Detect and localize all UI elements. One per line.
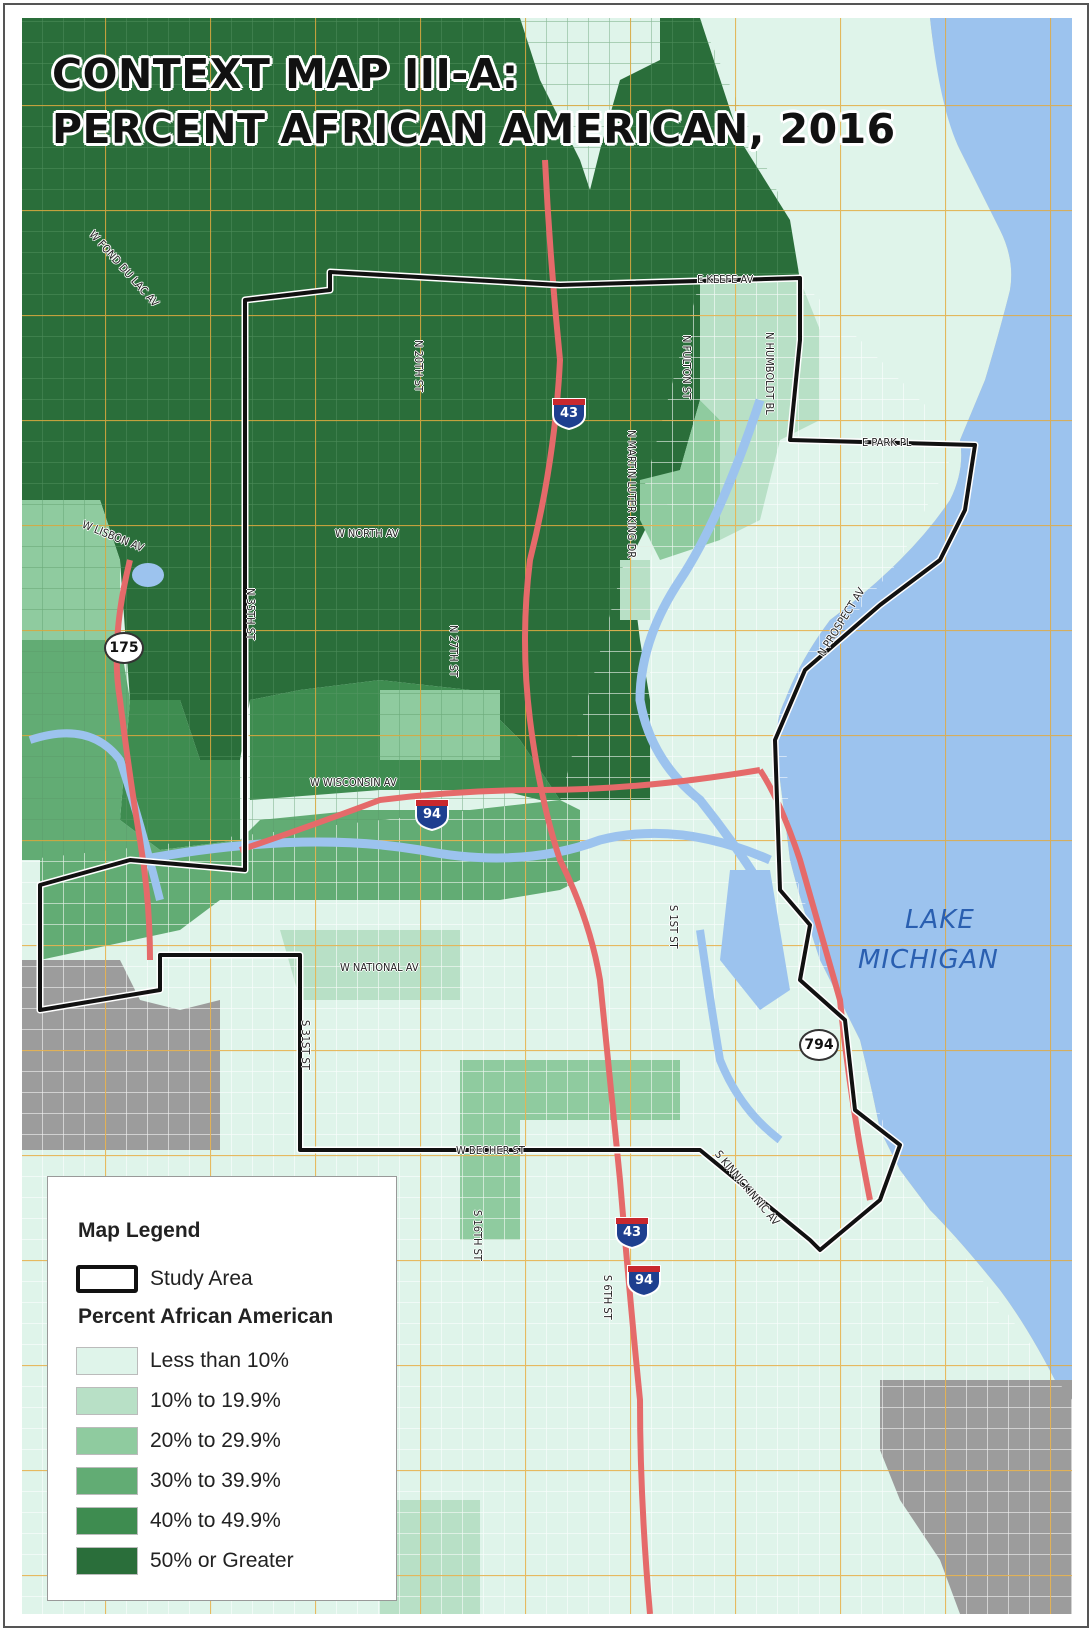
legend-study-area: Study Area [76, 1265, 386, 1297]
lake-label-line1: LAKE [905, 905, 975, 935]
street-label-n20th: N 20TH ST [412, 340, 425, 393]
street-label-fulton: N FULTON ST [680, 335, 693, 400]
kinnickinnic-river [696, 929, 783, 1144]
interstate-shield-icon [615, 1217, 649, 1250]
interstate-43-shield-north: 43 [551, 397, 587, 431]
legend-class-row: 10% to 19.9% [76, 1387, 386, 1419]
legend-class-row: 40% to 49.9% [76, 1507, 386, 1539]
map-title-line2: PERCENT AFRICAN AMERICAN, 2016 [52, 105, 896, 153]
map-title-line1: CONTEXT MAP III-A: [52, 50, 519, 98]
legend-class-row: 50% or Greater [76, 1547, 386, 1579]
street-label-s16th: S 16TH ST [471, 1210, 484, 1261]
street-label-wisconsin: W WISCONSIN AV [310, 776, 397, 789]
menomonee-river [139, 828, 772, 865]
map-legend: Map Legend Study Area Percent African Am… [47, 1176, 397, 1601]
legend-swatch [76, 1427, 138, 1455]
interstate-94-shield-west: 94 [414, 798, 450, 832]
legend-heading: Map Legend [78, 1219, 201, 1242]
legend-swatch [76, 1347, 138, 1375]
street-label-keefe: E KEEFE AV [697, 273, 754, 286]
legend-swatch [76, 1387, 138, 1415]
legend-class-label: Less than 10% [150, 1349, 289, 1372]
legend-swatch [76, 1467, 138, 1495]
street-label-n35th: N 35TH ST [244, 588, 257, 641]
interstate-43-shield-south: 43 [614, 1216, 650, 1250]
interstate-94-shield-south: 94 [626, 1264, 662, 1298]
street-label-s6th: S 6TH ST [601, 1275, 614, 1320]
legend-class-label: 30% to 39.9% [150, 1469, 281, 1492]
legend-class-label: 10% to 19.9% [150, 1389, 281, 1412]
street-label-s31st: S 31ST ST [299, 1020, 312, 1070]
street-label-s1st: S 1ST ST [667, 905, 680, 949]
study-area-swatch [76, 1265, 138, 1293]
street-label-becher: W BECHER ST [456, 1144, 525, 1157]
state-route-175-shield: 175 [104, 632, 144, 664]
legend-class-row: 20% to 29.9% [76, 1427, 386, 1459]
lake-label-line2: MICHIGAN [858, 945, 999, 975]
legend-study-area-label: Study Area [150, 1267, 253, 1290]
legend-class-label: 20% to 29.9% [150, 1429, 281, 1452]
legend-swatch [76, 1547, 138, 1575]
legend-class-row: Less than 10% [76, 1347, 386, 1379]
legend-class-label: 50% or Greater [150, 1549, 294, 1572]
street-label-mlk: N MARTIN LUTER KING DR [625, 430, 638, 559]
street-label-north-av: W NORTH AV [335, 527, 399, 540]
street-label-national: W NATIONAL AV [340, 961, 419, 974]
interstate-shield-icon [415, 799, 449, 832]
milwaukee-river [635, 398, 774, 903]
street-label-park-pl: E PARK PL [862, 436, 912, 449]
legend-subheading: Percent African American [78, 1305, 334, 1328]
interstate-shield-icon [627, 1265, 661, 1298]
legend-class-row: 30% to 39.9% [76, 1467, 386, 1499]
west-river [28, 729, 164, 901]
legend-swatch [76, 1507, 138, 1535]
interstate-shield-icon [552, 398, 586, 431]
street-label-n27th: N 27TH ST [447, 625, 460, 678]
street-label-humboldt: N HUMBOLDT BL [763, 332, 776, 415]
legend-class-label: 40% to 49.9% [150, 1509, 281, 1532]
state-route-794-shield: 794 [799, 1029, 839, 1061]
harbor-inlet [720, 870, 790, 1010]
